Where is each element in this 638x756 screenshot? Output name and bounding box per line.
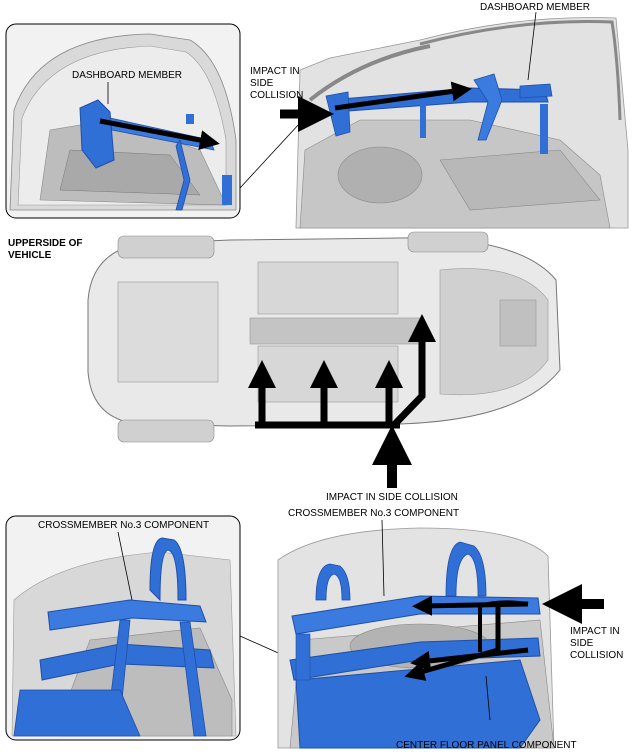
load-path-arrows-middle (248, 314, 436, 488)
load-path-arrow (99, 118, 220, 150)
center-floor-leader (485, 675, 491, 721)
impact-bottom-label-3: COLLISION (570, 650, 624, 661)
crossmember-inset-leader (117, 531, 133, 601)
dashboard-member-inset-label: DASHBOARD MEMBER (72, 70, 183, 81)
dashboard-main-leader (527, 11, 537, 81)
dashboard-main-panel (280, 11, 629, 229)
impact-top-label-1: IMPACT IN (250, 66, 300, 77)
dashboard-member-main-part (325, 73, 553, 154)
dashboard-inset-panel (5, 23, 241, 219)
impact-bottom-label-2: SIDE (570, 638, 594, 649)
crossmember-inset-label: CROSSMEMBER No.3 COMPONENT (38, 520, 210, 531)
impact-top-label-3: COLLISION (250, 90, 304, 101)
crossmember-main-panel (277, 519, 604, 749)
crossmember-main-leader (381, 519, 385, 597)
crossmember-inset-part (13, 537, 215, 737)
crossmember-main-label: CROSSMEMBER No.3 COMPONENT (288, 508, 460, 519)
impact-top-label-2: SIDE (250, 78, 274, 89)
upperside-label-1: UPPERSIDE OF (8, 238, 83, 249)
upperside-label-2: VEHICLE (8, 250, 52, 261)
load-path-arrow (334, 81, 472, 111)
center-floor-panel-label: CENTER FLOOR PANEL COMPONENT (396, 740, 577, 751)
crossmember-inset-panel (5, 515, 241, 741)
load-path-arrows-bottom (404, 584, 604, 681)
dashboard-member-main-label: DASHBOARD MEMBER (480, 2, 591, 13)
impact-bottom-label-1: IMPACT IN (570, 626, 620, 637)
vehicle-top-view (87, 231, 561, 443)
impact-middle-label: IMPACT IN SIDE COLLISION (326, 492, 458, 503)
